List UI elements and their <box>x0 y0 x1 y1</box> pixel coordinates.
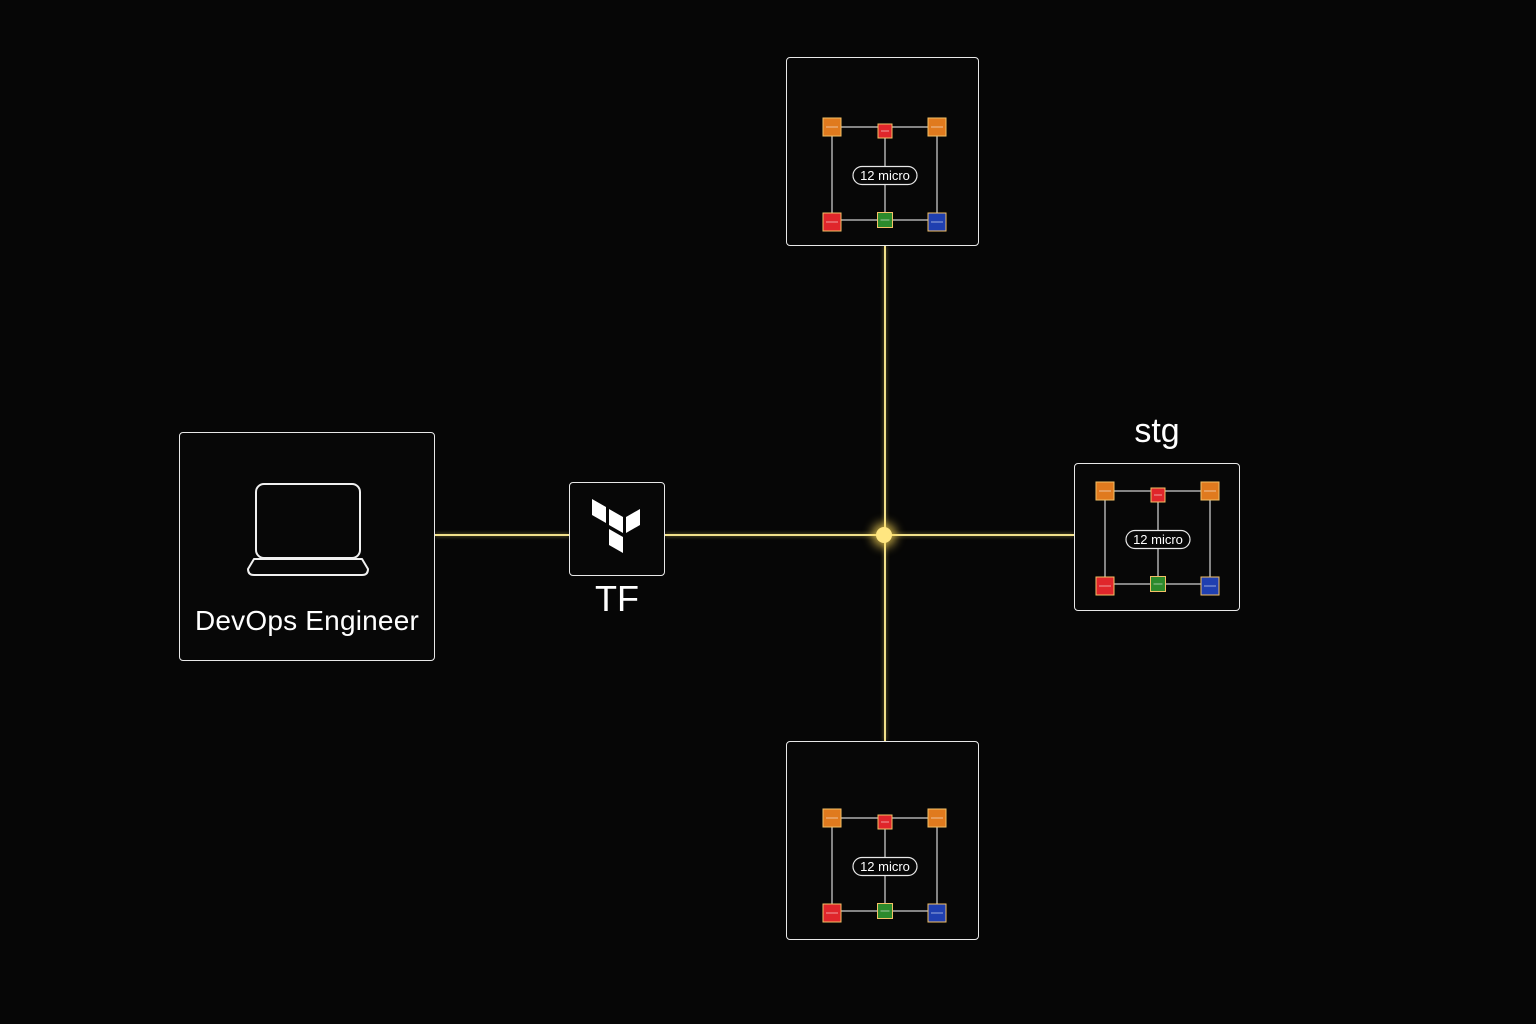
dev-to-prod-connector <box>883 246 886 741</box>
cluster-label: 12 micro <box>860 859 910 874</box>
cluster-label-pill <box>852 165 918 186</box>
stg-env-title: stg <box>1134 412 1180 450</box>
prod-microservices-cluster: 12 micro <box>822 808 947 923</box>
terraform-label: TF <box>595 578 639 619</box>
devops-engineer-label: DevOps Engineer <box>194 605 419 636</box>
stg-env-box: 12 micro <box>1074 463 1240 611</box>
cluster-label-pill <box>1125 529 1191 550</box>
devops-engineer-node: DevOps Engineer <box>179 432 435 661</box>
dev-microservices-cluster: 12 micro <box>822 117 947 232</box>
cluster-label: 12 micro <box>1133 532 1183 547</box>
terraform-node <box>569 482 665 576</box>
tf-to-stg-connector <box>665 534 1074 536</box>
engineer-to-tf-connector <box>435 534 569 536</box>
prod-env-box: 12 micro <box>786 741 979 940</box>
cluster-label-pill <box>852 856 918 877</box>
cluster-label: 12 micro <box>860 168 910 183</box>
stg-microservices-cluster: 12 micro <box>1095 481 1220 596</box>
connector-hub-node <box>876 527 892 543</box>
dev-env-box: 12 micro <box>786 57 979 246</box>
terraform-logo-icon <box>592 499 640 553</box>
laptop-icon <box>247 483 369 576</box>
